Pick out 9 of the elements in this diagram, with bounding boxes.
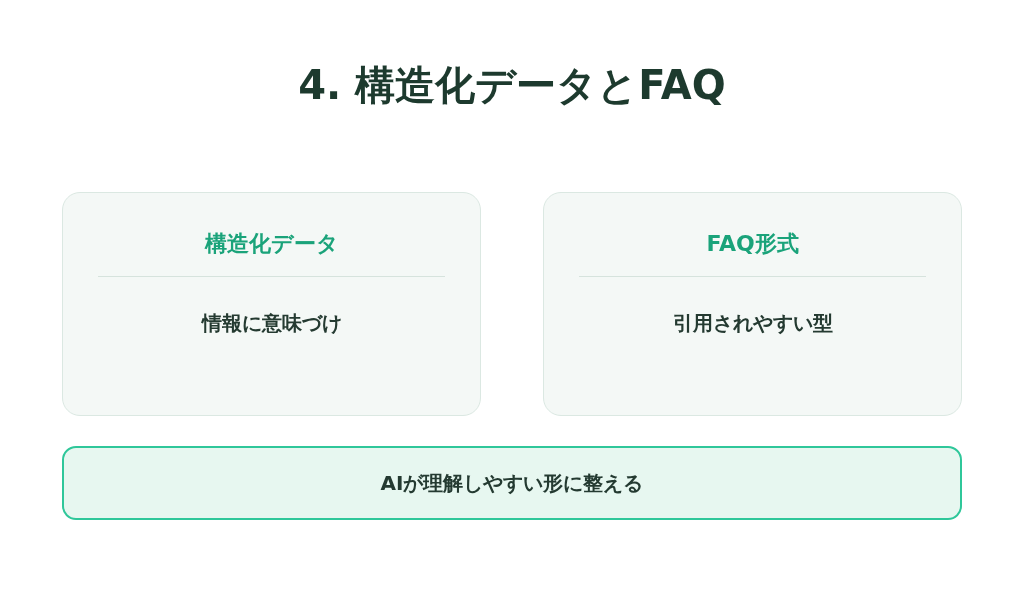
- card-heading: FAQ形式: [706, 230, 799, 258]
- card-heading: 構造化データ: [204, 230, 339, 258]
- card-text: 情報に意味づけ: [201, 310, 342, 337]
- banner-text: AIが理解しやすい形に整える: [380, 469, 644, 497]
- title: 4. 構造化データとFAQ: [298, 61, 726, 110]
- info-card: [62, 192, 481, 416]
- info-card: [543, 192, 962, 416]
- card-text: 引用されやすい型: [672, 310, 833, 337]
- summary-banner: [62, 446, 962, 520]
